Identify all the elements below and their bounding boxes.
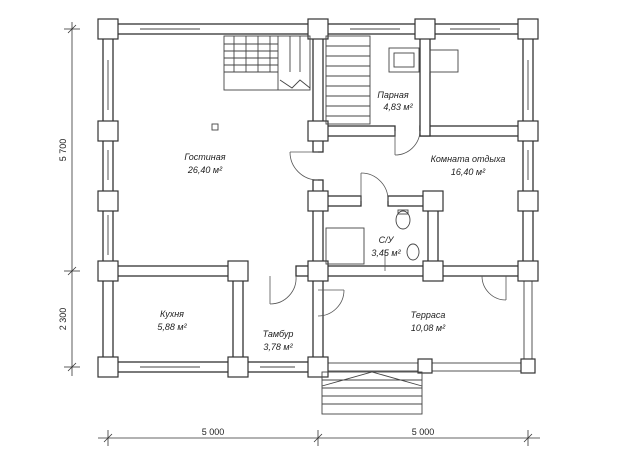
room-vestibule-area: 3,78 м² (263, 342, 293, 352)
room-kitchen-area: 5,88 м² (157, 322, 187, 332)
wall-terrace-top-right (427, 265, 534, 277)
dimension-left (64, 22, 80, 376)
steam-bench (325, 35, 371, 125)
stove (388, 47, 459, 73)
wall-steam-right (419, 23, 431, 137)
wall-vestibule-left (232, 265, 244, 373)
room-rest-area: 16,40 м² (451, 167, 486, 177)
room-wc-name: С/У (379, 235, 395, 245)
doors (269, 130, 507, 317)
room-living-name: Гостиная (184, 152, 225, 162)
room-steam-area: 4,83 м² (383, 102, 413, 112)
wall-steam-bottom-right (419, 125, 534, 137)
room-terrace-name: Терраса (411, 310, 446, 320)
room-wc-area: 3,45 м² (371, 248, 401, 258)
windows (107, 28, 529, 368)
wall-kitchen-top (102, 265, 244, 277)
room-vestibule-name: Тамбур (263, 329, 294, 339)
room-kitchen-name: Кухня (160, 309, 184, 319)
room-terrace-area: 10,08 м² (411, 323, 446, 333)
dimension-bottom-left: 5 000 (202, 427, 225, 437)
wc-fixtures (325, 209, 420, 265)
dimension-left-top: 5 700 (58, 139, 68, 162)
dimension-left-bottom: 2 300 (58, 308, 68, 331)
room-steam-name: Парная (377, 90, 408, 100)
dimension-bottom (98, 430, 540, 446)
entrance-steps (321, 371, 423, 415)
column-marker (211, 123, 219, 131)
room-rest-name: Комната отдыха (431, 154, 506, 164)
dimension-bottom-right: 5 000 (412, 427, 435, 437)
terrace-rail-right (523, 275, 533, 373)
log-ends (97, 18, 539, 378)
room-living-area: 26,40 м² (187, 165, 223, 175)
staircase (223, 35, 311, 91)
wall-terrace-top (312, 265, 439, 277)
